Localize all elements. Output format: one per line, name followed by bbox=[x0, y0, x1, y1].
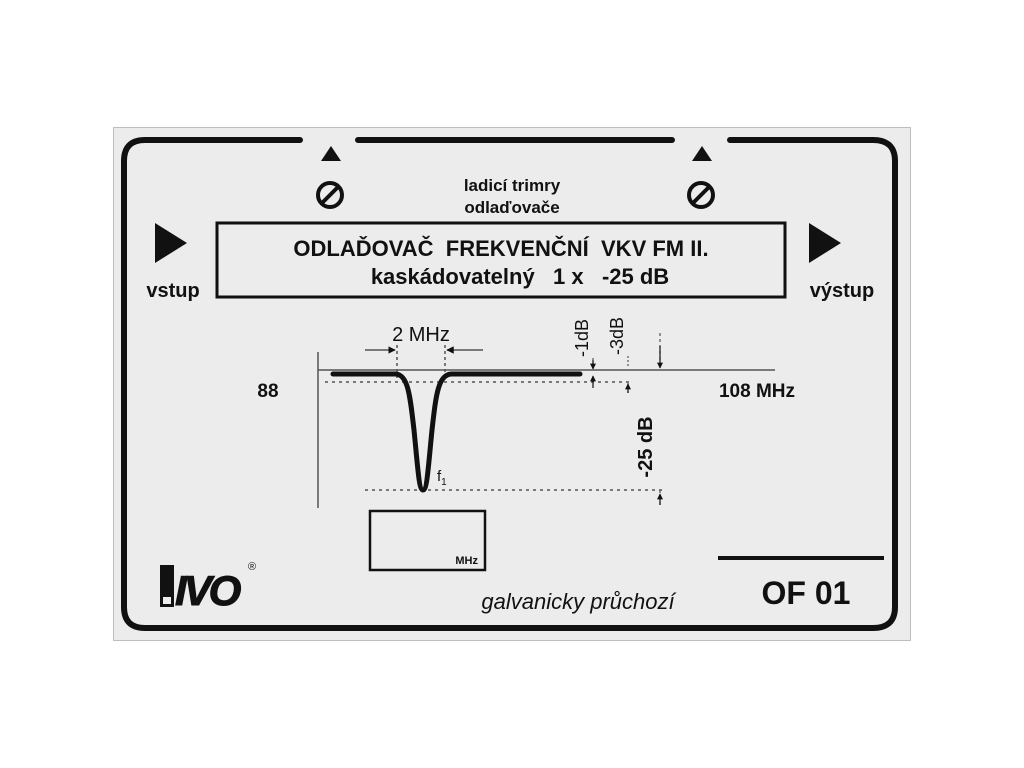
logo-text: IVO bbox=[175, 567, 241, 614]
title-line2: kaskádovatelný 1 x -25 dB bbox=[371, 264, 669, 289]
title-line1: ODLAĎOVAČ FREKVENČNÍ VKV FM II. bbox=[293, 236, 708, 261]
minus1db-label: -1dB bbox=[572, 319, 592, 357]
title-box bbox=[215, 221, 787, 299]
frequency-box bbox=[368, 509, 487, 572]
output-label: výstup bbox=[810, 280, 874, 302]
right-trimmer-arrow-icon bbox=[692, 146, 712, 161]
frequency-box-unit: MHz bbox=[455, 555, 478, 567]
ivo-logo: IVO ® bbox=[160, 561, 256, 615]
label-panel bbox=[113, 127, 911, 641]
frame-outline bbox=[121, 137, 898, 631]
axis-right-label: 108 MHz bbox=[719, 381, 795, 402]
output-arrow-icon bbox=[809, 223, 841, 263]
left-trimmer-screw-icon bbox=[316, 181, 344, 209]
trimmer-label-line1: ladicí trimry bbox=[464, 176, 561, 195]
left-trimmer-arrow-icon bbox=[321, 146, 341, 161]
right-trimmer-screw-icon bbox=[687, 181, 715, 209]
center-frequency-label: f1 bbox=[437, 468, 447, 488]
minus3db-label: -3dB bbox=[607, 317, 627, 355]
depth-label: -25 dB bbox=[635, 416, 657, 477]
axis-left-label: 88 bbox=[257, 381, 278, 402]
response-diagram bbox=[317, 333, 775, 508]
trimmer-label-line2: odlaďovače bbox=[464, 198, 559, 217]
pass-through-note: galvanicky průchozí bbox=[481, 589, 676, 614]
bandwidth-label: 2 MHz bbox=[392, 324, 450, 346]
input-label: vstup bbox=[146, 280, 199, 302]
model-number: OF 01 bbox=[762, 575, 851, 611]
logo-registered-mark: ® bbox=[248, 561, 256, 573]
input-arrow-icon bbox=[155, 223, 187, 263]
